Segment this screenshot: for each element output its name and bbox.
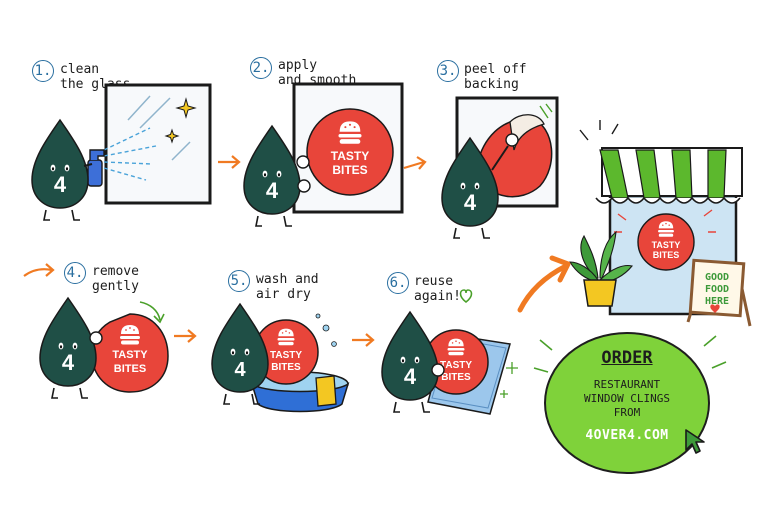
- step6-logo-line2: BITES: [441, 372, 471, 383]
- sign-line-2: FOOD: [705, 284, 729, 295]
- plant-icon: [569, 230, 633, 307]
- storefront-awning: [595, 149, 741, 204]
- mascot-step-5: 4: [211, 303, 269, 405]
- cling-step-3-peeling: [477, 114, 553, 198]
- sparkle-icon: [506, 362, 518, 374]
- mascot-label: 4: [464, 190, 477, 215]
- step-6-label: reuse again!: [414, 274, 461, 304]
- step-4-intro-arrow: [23, 263, 55, 277]
- order-callout[interactable]: ORDER RESTAURANT WINDOW CLINGS FROM 4OVE…: [544, 332, 710, 474]
- heart-icon: [710, 304, 720, 313]
- cling-step-2: TASTY BITES: [306, 108, 394, 196]
- step5-logo-line2: BITES: [271, 362, 301, 373]
- mascot-step-2: 4: [243, 125, 311, 227]
- sparkle-icon: [175, 97, 197, 119]
- mascot-label: 4: [266, 178, 279, 203]
- order-burst: [533, 335, 727, 373]
- step-arrow-5: [352, 333, 375, 347]
- sign-line-1: GOOD: [705, 272, 729, 283]
- mascot-label: 4: [62, 350, 75, 375]
- sign-line-3: HERE: [705, 296, 729, 307]
- step-arrow-1: [218, 155, 241, 169]
- order-line-1: RESTAURANT: [593, 378, 661, 391]
- step-3-label: peel off backing: [464, 62, 527, 92]
- step-arrow-4: [174, 329, 197, 343]
- heart-icon: [459, 289, 473, 304]
- cling-step-4: TASTY BITES: [91, 313, 169, 393]
- cling-logo-line2: BITES: [332, 163, 367, 177]
- step-4-label: remove gently: [92, 264, 139, 294]
- mascot-step-6: 4: [381, 311, 445, 413]
- mascot-label: 4: [234, 359, 246, 381]
- step-6-number: 6.: [387, 272, 409, 294]
- step5-logo-line1: TASTY: [270, 350, 302, 361]
- sparkle-icon: [500, 390, 508, 398]
- step-1-window: [104, 83, 212, 205]
- step-4-curve-arrow: [139, 301, 165, 324]
- step-3-number: 3.: [437, 60, 459, 82]
- mascot-label: 4: [404, 364, 417, 389]
- order-website-link[interactable]: 4OVER4.COM: [585, 428, 669, 443]
- storefront-logo-line1: TASTY: [652, 240, 681, 250]
- step-5-label: wash and air dry: [256, 272, 319, 302]
- step-2-number: 2.: [250, 57, 272, 79]
- mascot-step-4: 4: [39, 297, 103, 399]
- step-arrow-2: [403, 156, 427, 170]
- step6-logo-line1: TASTY: [440, 360, 472, 371]
- spray-bottle-icon: [87, 149, 105, 187]
- sidewalk-sign: GOOD FOOD HERE: [686, 258, 752, 327]
- spray-mist: [103, 127, 157, 181]
- mascot-step-1: 4: [31, 119, 93, 221]
- storefront-logo-line2: BITES: [653, 250, 680, 260]
- cursor-icon: [685, 429, 705, 454]
- mascot-label: 4: [54, 172, 67, 197]
- order-title: ORDER: [601, 348, 653, 368]
- order-line-3: FROM: [613, 406, 641, 419]
- mascot-step-3: 4: [441, 133, 519, 239]
- cling-step-6: TASTY BITES: [423, 329, 489, 395]
- step-4-number: 4.: [64, 262, 86, 284]
- sparkle-icon: [164, 128, 180, 144]
- step4-logo-line2: BITES: [114, 363, 146, 375]
- storefront-cling: TASTY BITES: [637, 213, 695, 271]
- order-line-2: WINDOW CLINGS: [583, 392, 671, 405]
- step-5-number: 5.: [228, 270, 250, 292]
- step4-logo-line1: TASTY: [112, 349, 148, 361]
- step-1-number: 1.: [32, 60, 54, 82]
- big-arrow-to-store: [517, 255, 571, 313]
- cling-logo-line1: TASTY: [331, 149, 369, 163]
